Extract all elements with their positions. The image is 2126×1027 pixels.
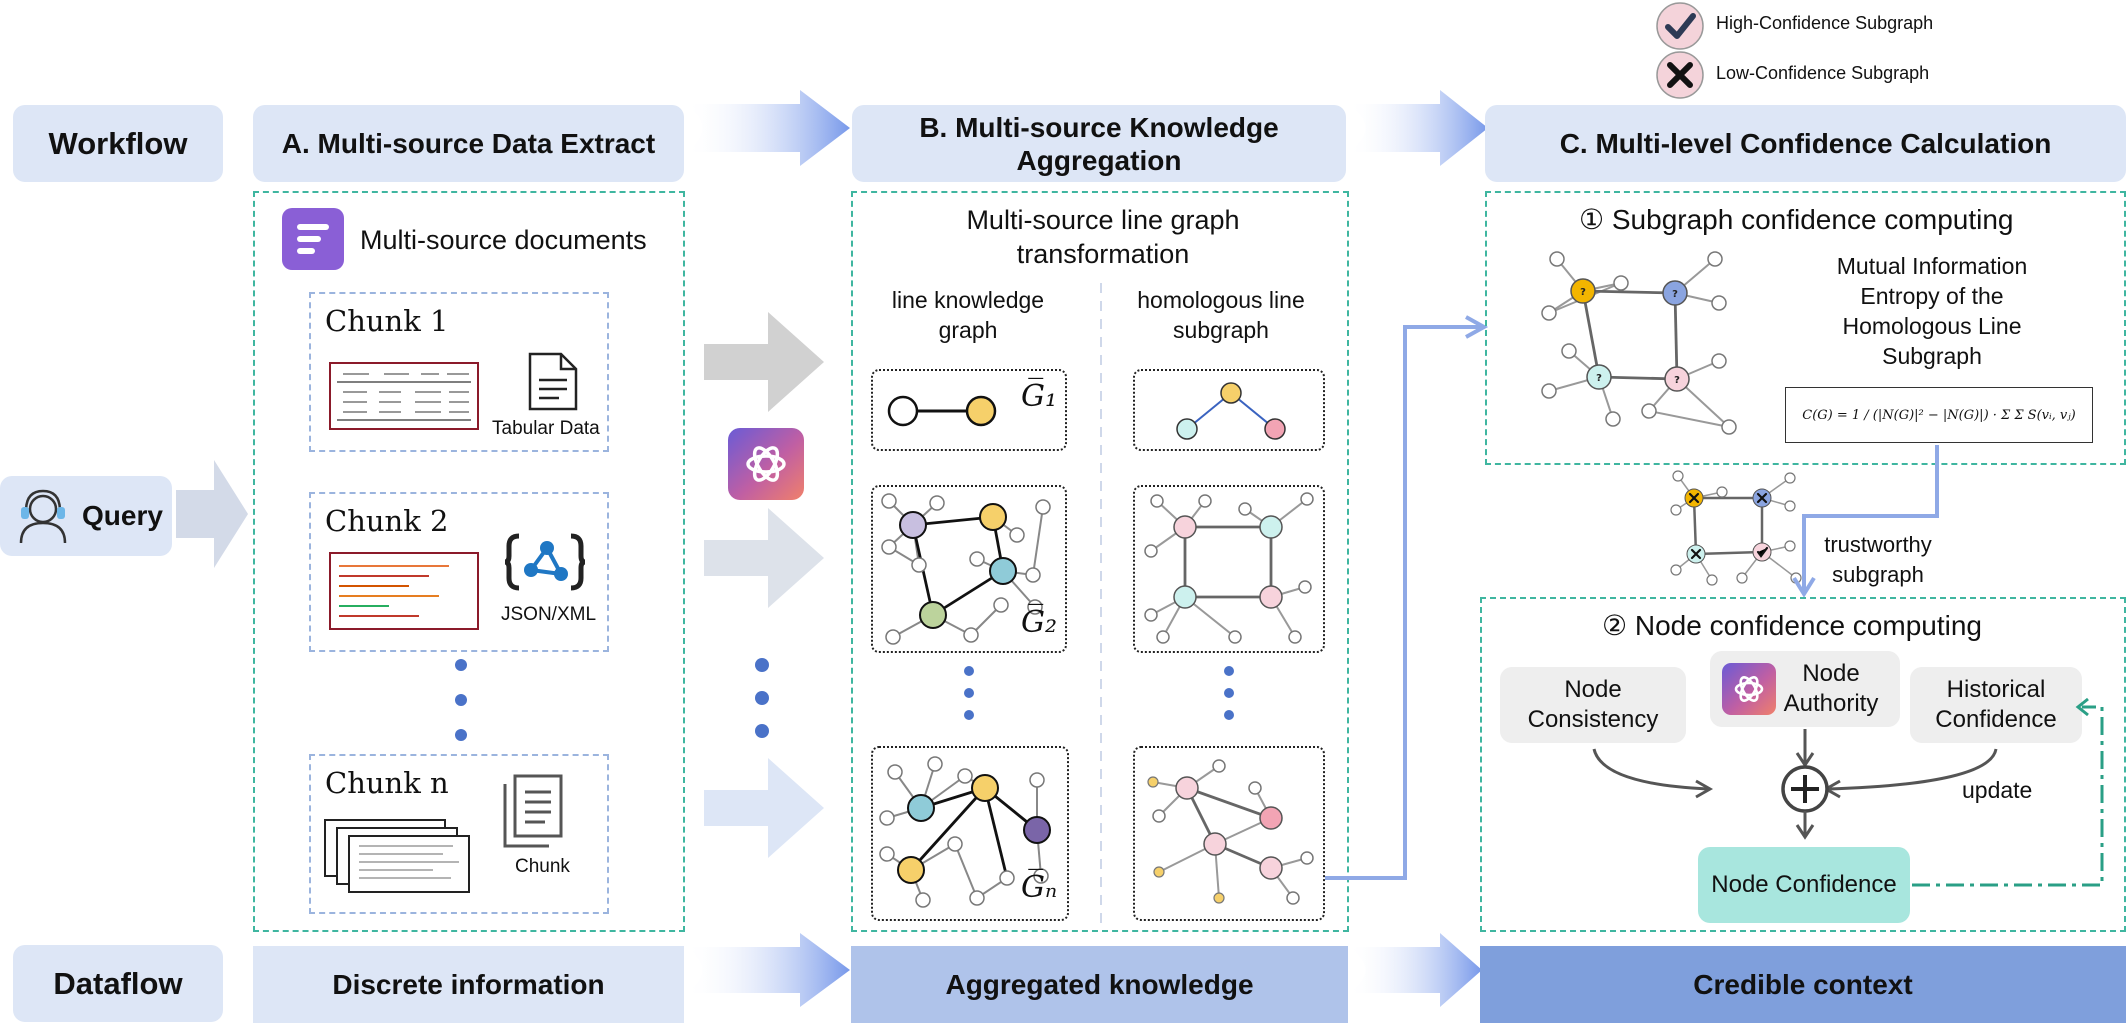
- llm-icon: [728, 428, 804, 500]
- header-c: C. Multi-level Confidence Calculation: [1485, 105, 2126, 182]
- panel-a: Multi-source documents Chunk 1 Tabular D…: [253, 191, 685, 932]
- panel-c-subgraph: ① Subgraph confidence computing ????: [1485, 191, 2126, 465]
- legend: High-Confidence Subgraph Low-Confidence …: [1650, 0, 1990, 100]
- dataflow-aggregated: Aggregated knowledge: [851, 946, 1348, 1023]
- dataflow-label: Dataflow: [13, 945, 223, 1022]
- query-pill: Query: [0, 476, 172, 556]
- subgraph-2-box: [1133, 485, 1325, 653]
- ellipsis-dots: [455, 659, 467, 741]
- chunk-n: Chunk n Chunk: [309, 754, 609, 914]
- graph-gn-box: G̅ₙ: [871, 746, 1069, 921]
- dataflow-credible: Credible context: [1480, 946, 2126, 1023]
- graph-g1-box: G̅₁: [871, 369, 1067, 451]
- subgraph-1: [1176, 382, 1286, 440]
- svg-text:?: ?: [1580, 287, 1586, 298]
- subgraph-n: [1147, 759, 1314, 905]
- arrow-dataflow-a-b: [685, 933, 850, 1007]
- tabular-data-label: Tabular Data: [492, 418, 600, 439]
- panel-a-title: Multi-source documents: [360, 225, 647, 255]
- g1-symbol: G̅₁: [1021, 379, 1057, 414]
- chunk-arrows: [704, 312, 824, 858]
- cross-icon: [1656, 51, 1704, 99]
- arrow-header-a-b: [685, 90, 850, 166]
- confidence-formula: C(G) = 1 / (|N(G)|² − |N(G)|) · Σ Σ S(vᵢ…: [1785, 387, 2093, 443]
- table-thumbnail: [329, 362, 479, 430]
- svg-text:?: ?: [1596, 373, 1602, 384]
- chunk-2: Chunk 2 JSON/XML: [309, 492, 609, 652]
- arrow-dataflow-b-c: [1348, 933, 1482, 1007]
- workflow-label: Workflow: [13, 105, 223, 182]
- file-text-icon: [528, 352, 578, 411]
- panel-b: Multi-source line graph transformation l…: [851, 191, 1349, 932]
- subgraph-2: [1144, 492, 1314, 644]
- document-icon: [282, 208, 344, 270]
- user-headset-icon: [19, 489, 67, 544]
- chunk-label: Chunk: [515, 856, 570, 877]
- historical-confidence-box: Historical Confidence: [1910, 667, 2082, 743]
- json-graph-icon: [504, 533, 586, 591]
- node-confidence-title: ② Node confidence computing: [1602, 610, 1982, 641]
- llm-small-icon: [1722, 663, 1776, 715]
- trustworthy-graph: [1670, 470, 1802, 586]
- node-confidence-box: Node Confidence: [1698, 847, 1910, 923]
- node-authority-label: Node Authority: [1783, 660, 1879, 717]
- subgraph-confidence-graph: ????: [1541, 251, 1737, 435]
- chunk-n-title: Chunk n: [325, 766, 449, 800]
- panel-c-node: ② Node confidence computing Node Consist…: [1480, 597, 2126, 932]
- check-icon: [1656, 2, 1704, 50]
- chunk-1: Chunk 1 Tabular Data: [309, 292, 609, 452]
- header-b: B. Multi-source Knowledge Aggregation: [852, 105, 1346, 182]
- mutual-information-text: Mutual Information Entropy of the Homolo…: [1836, 253, 2028, 369]
- col-homologous-line-subgraph: homologous line subgraph: [1137, 287, 1305, 343]
- graph-g2: [881, 493, 1051, 645]
- graph-g1: [887, 395, 997, 427]
- header-a: A. Multi-source Data Extract: [253, 105, 684, 182]
- node-consistency-box: Node Consistency: [1500, 667, 1686, 743]
- svg-text:?: ?: [1672, 289, 1678, 300]
- trustworthy-label: trustworthy subgraph: [1824, 532, 1932, 587]
- panel-b-dots-left: [964, 666, 974, 720]
- subgraph-n-box: [1133, 746, 1325, 921]
- legend-high-label: High-Confidence Subgraph: [1716, 13, 1934, 33]
- node-authority-box: Node Authority: [1710, 651, 1900, 727]
- panel-b-title: Multi-source line graph transformation: [966, 205, 1240, 269]
- col-line-knowledge-graph: line knowledge graph: [891, 287, 1045, 343]
- stacked-pages-thumbnail: [324, 819, 470, 893]
- arrow-header-b-c: [1348, 90, 1488, 166]
- svg-text:?: ?: [1674, 375, 1680, 386]
- subgraph-1-box: [1133, 369, 1325, 451]
- dataflow-discrete: Discrete information: [253, 946, 684, 1023]
- query-arrow: [176, 460, 248, 568]
- json-thumbnail: [329, 552, 479, 630]
- legend-low-label: Low-Confidence Subgraph: [1716, 63, 1930, 83]
- json-xml-label: JSON/XML: [501, 604, 597, 625]
- query-label: Query: [82, 500, 163, 531]
- subgraph-confidence-title: ① Subgraph confidence computing: [1579, 204, 2014, 235]
- graph-gn: [879, 756, 1051, 908]
- copy-document-icon: [503, 774, 563, 848]
- graph-g2-box: G̅₂: [871, 485, 1067, 653]
- panel-b-dots-right: [1224, 666, 1234, 720]
- aggregation-flow: [1592, 697, 2104, 887]
- chunk-1-title: Chunk 1: [325, 304, 449, 338]
- update-label: update: [1962, 777, 2033, 803]
- g2-symbol: G̅₂: [1021, 605, 1057, 640]
- chunk-2-title: Chunk 2: [325, 504, 449, 538]
- gn-symbol: G̅ₙ: [1021, 870, 1058, 905]
